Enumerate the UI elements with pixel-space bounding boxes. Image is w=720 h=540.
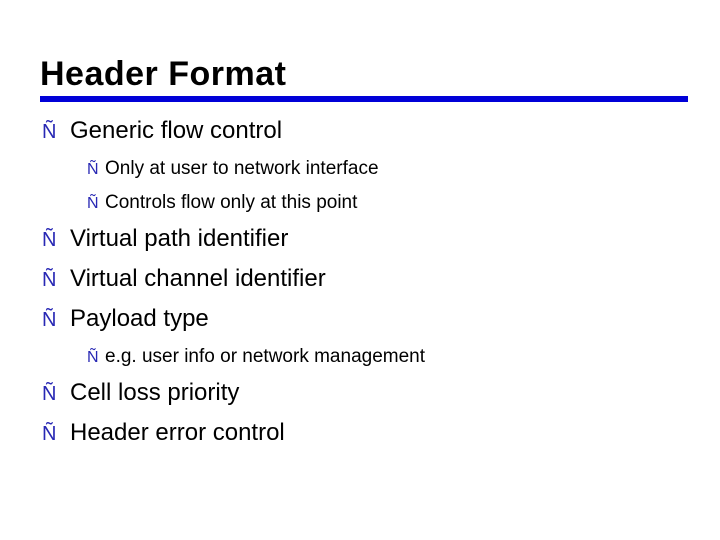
bullet-icon: Ñ — [42, 423, 57, 445]
title-underline-rule — [40, 96, 688, 102]
list-item: Ñ Generic flow control — [40, 117, 700, 146]
bullet-icon: Ñ — [42, 269, 57, 291]
bullet-text: Virtual path identifier — [70, 225, 289, 252]
list-item: Ñ Virtual path identifier — [40, 225, 700, 254]
bullet-text: Cell loss priority — [70, 379, 240, 406]
bullet-icon: Ñ — [87, 161, 99, 178]
bullet-text: Generic flow control — [70, 117, 283, 144]
bullet-text: Header error control — [70, 419, 285, 446]
list-item: Ñ Only at user to network interface — [87, 157, 700, 182]
list-item: Ñ Payload type — [40, 305, 700, 334]
bullet-icon: Ñ — [87, 195, 99, 212]
bullet-icon: Ñ — [42, 121, 57, 143]
bullet-icon: Ñ — [42, 309, 57, 331]
list-item: Ñ Controls flow only at this point — [87, 191, 700, 216]
bullet-text: Controls flow only at this point — [105, 192, 358, 213]
bullet-text: Payload type — [70, 305, 209, 332]
bullet-icon: Ñ — [42, 229, 57, 251]
bullet-text: Virtual channel identifier — [70, 265, 326, 292]
list-item: Ñ Header error control — [40, 419, 700, 448]
bullet-icon: Ñ — [87, 349, 99, 366]
list-item: Ñ Virtual channel identifier — [40, 265, 700, 294]
bullet-text: e.g. user info or network management — [105, 346, 426, 367]
bullet-icon: Ñ — [42, 383, 57, 405]
bullet-text: Only at user to network interface — [105, 158, 379, 179]
list-item: Ñ Cell loss priority — [40, 379, 700, 408]
slide-title: Header Format — [40, 55, 287, 93]
